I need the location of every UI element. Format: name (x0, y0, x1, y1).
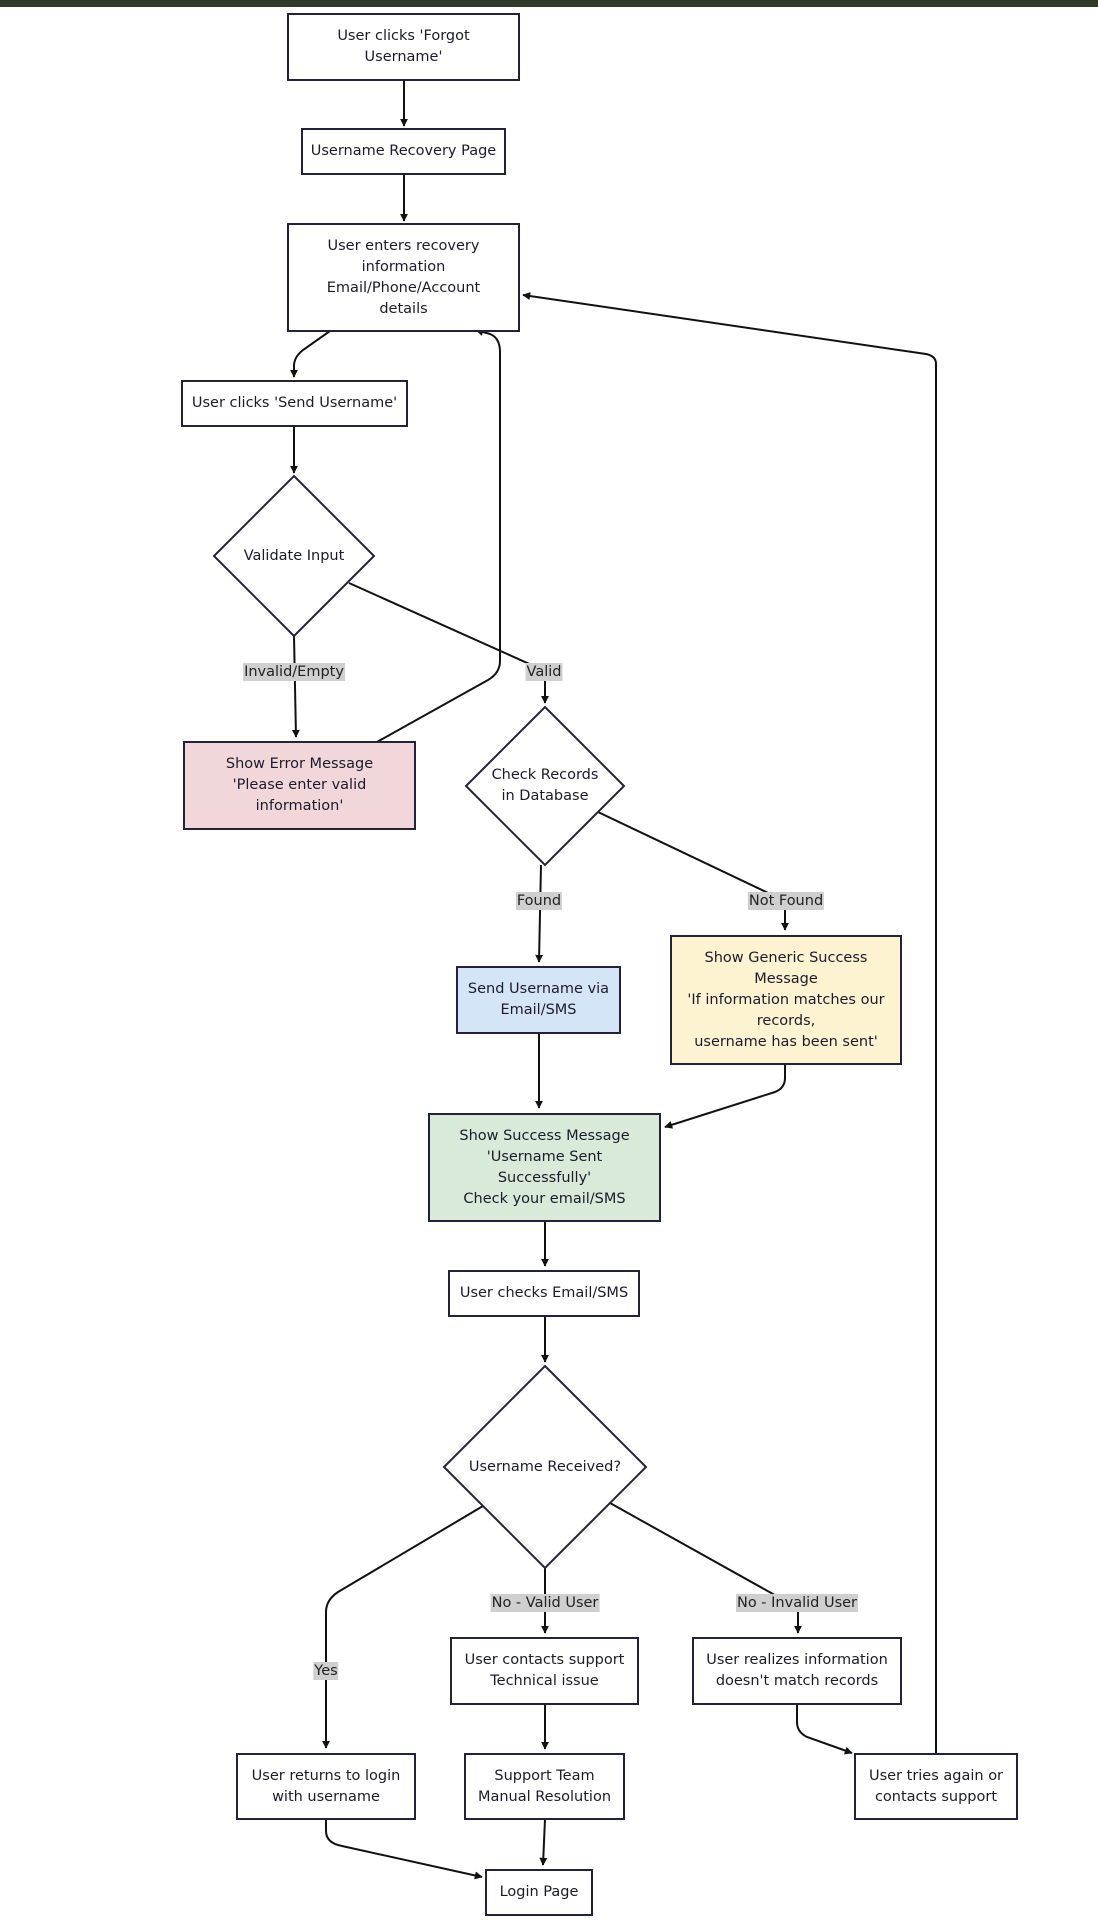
success-message-box (428, 1113, 661, 1222)
send-username-click-box (181, 380, 408, 427)
contacts-support-text: User contacts support Technical issue (464, 1652, 625, 1689)
edge-returns-to-login (325, 1819, 483, 1880)
edge-label-invalid-empty: Invalid/Empty (243, 663, 345, 681)
support-team-box (464, 1753, 625, 1820)
edge-label-valid: Valid (525, 663, 563, 681)
edge-check-to-generic (597, 811, 789, 931)
username-received-text: Username Received? (468, 1458, 622, 1475)
edge-label-no-invalid-user: No - Invalid User (735, 1594, 859, 1612)
generic-success-box (670, 935, 902, 1065)
edge-tries-to-enter (522, 292, 937, 1753)
error-message-box (183, 741, 416, 830)
forgot-username-box (287, 13, 520, 81)
edge-realizes-to-tries (796, 1705, 853, 1755)
edge-support-to-login (539, 1818, 548, 1866)
recovery-page-text: Username Recovery Page (310, 143, 497, 159)
realizes-mismatch-box (692, 1637, 902, 1705)
generic-success-text: Show Generic Success Message 'If informa… (687, 949, 885, 1050)
send-username-box (456, 966, 621, 1034)
edge-label-not-found: Not Found (747, 892, 825, 910)
username-received-diamond (442, 1364, 648, 1570)
edge-received-to-returns (322, 1505, 484, 1749)
check-records-text: Check Records in Database (491, 767, 599, 804)
enter-info-box (287, 223, 520, 332)
edge-label-no-valid-user: No - Valid User (490, 1594, 600, 1612)
error-message-text: Show Error Message 'Please enter valid i… (225, 756, 374, 814)
checks-email-text: User checks Email/SMS (459, 1285, 629, 1301)
edge-generic-to-success (664, 1064, 786, 1129)
edge-error-to-enter (376, 328, 501, 743)
support-team-text: Support Team Manual Resolution (477, 1767, 612, 1805)
contacts-support-box (450, 1637, 639, 1705)
top-bar (0, 0, 1098, 7)
validate-input-diamond (212, 474, 376, 638)
forgot-username-text: User clicks 'Forgot Username' (337, 28, 470, 65)
check-records-diamond (464, 705, 626, 867)
enter-info-text: User enters recovery information Email/P… (326, 237, 481, 317)
edge-label-yes: Yes (313, 1662, 339, 1680)
edge-validate-to-check (348, 582, 549, 704)
checks-email-box (448, 1270, 640, 1317)
edge-label-found: Found (515, 892, 563, 910)
returns-login-text: User returns to login with username (251, 1767, 401, 1805)
returns-login-box (236, 1753, 416, 1820)
recovery-page-box (301, 128, 506, 175)
edge-validate-to-error (291, 635, 300, 738)
edge-received-to-realizes (609, 1502, 802, 1634)
login-page-box (485, 1869, 593, 1916)
login-page-text: Login Page (499, 1884, 579, 1900)
realizes-mismatch-text: User realizes information doesn't match … (706, 1652, 888, 1689)
edge-enter-to-sendclick (290, 330, 331, 378)
edge-check-to-send (535, 864, 544, 963)
send-username-text: Send Username via Email/SMS (467, 981, 610, 1018)
success-message-text: Show Success Message 'Username Sent Succ… (459, 1127, 630, 1207)
send-username-click-text: User clicks 'Send Username' (191, 395, 398, 411)
tries-again-text: User tries again or contacts support (868, 1767, 1004, 1805)
tries-again-box (854, 1753, 1018, 1820)
validate-input-text: Validate Input (243, 547, 345, 564)
